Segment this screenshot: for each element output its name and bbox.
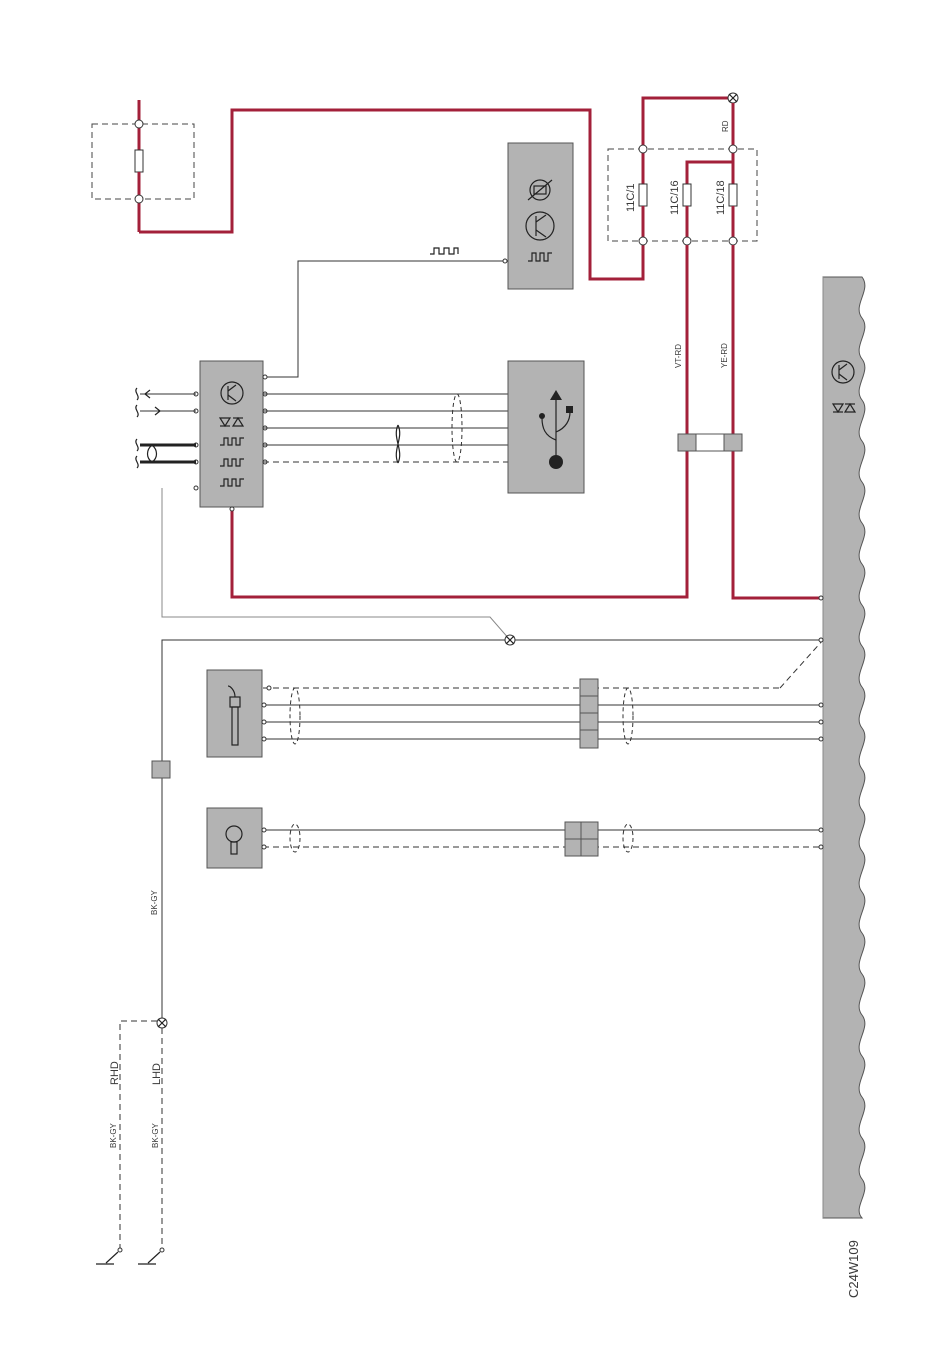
wire-label-vt-rd: VT-RD (674, 344, 683, 368)
control-module-body (823, 277, 865, 1218)
fuse-label-11c-1: 11C/1 (625, 183, 637, 212)
pwm-waveform-icon (430, 248, 458, 254)
bk-gy-connector (152, 761, 170, 778)
wire-label-bk-gy: BK-GY (150, 889, 159, 915)
pwm-sensor-unit (508, 143, 573, 289)
connector-vt-rd (678, 434, 696, 451)
pwm-signal-icon (528, 253, 552, 261)
twisted-pair-icon (396, 425, 399, 463)
wire-label-rd: RD (721, 120, 730, 132)
variant-label-lhd: LHD (151, 1063, 163, 1085)
ground-point-top (728, 93, 738, 103)
chassis-ground-rhd (96, 1248, 122, 1264)
fuse-11c-16 (683, 184, 691, 206)
fuse-11c-1 (639, 184, 647, 206)
left-signal-inputs (136, 388, 196, 468)
usb-hub-unit (508, 361, 584, 493)
ground-splice-lhd (157, 1018, 167, 1028)
wire-label-ye-rd: YE-RD (720, 343, 729, 368)
fuse-label-11c-18: 11C/18 (715, 180, 727, 215)
fuse-11c-18 (729, 184, 737, 206)
fuse-label-11c-16: 11C/16 (669, 180, 681, 215)
main-fuse (135, 150, 143, 172)
sensor-probe-unit (207, 670, 262, 757)
chassis-ground-lhd (138, 1248, 164, 1264)
connector-ye-rd (724, 434, 742, 451)
wire-label-bk-gy-lhd: BK-GY (151, 1122, 160, 1148)
ground-splice-mid (505, 635, 515, 645)
variant-label-rhd: RHD (109, 1061, 121, 1085)
wire-label-bk-gy-rhd: BK-GY (109, 1122, 118, 1148)
microphone-unit (207, 808, 262, 868)
diagram-code: C24W109 (846, 1240, 861, 1298)
